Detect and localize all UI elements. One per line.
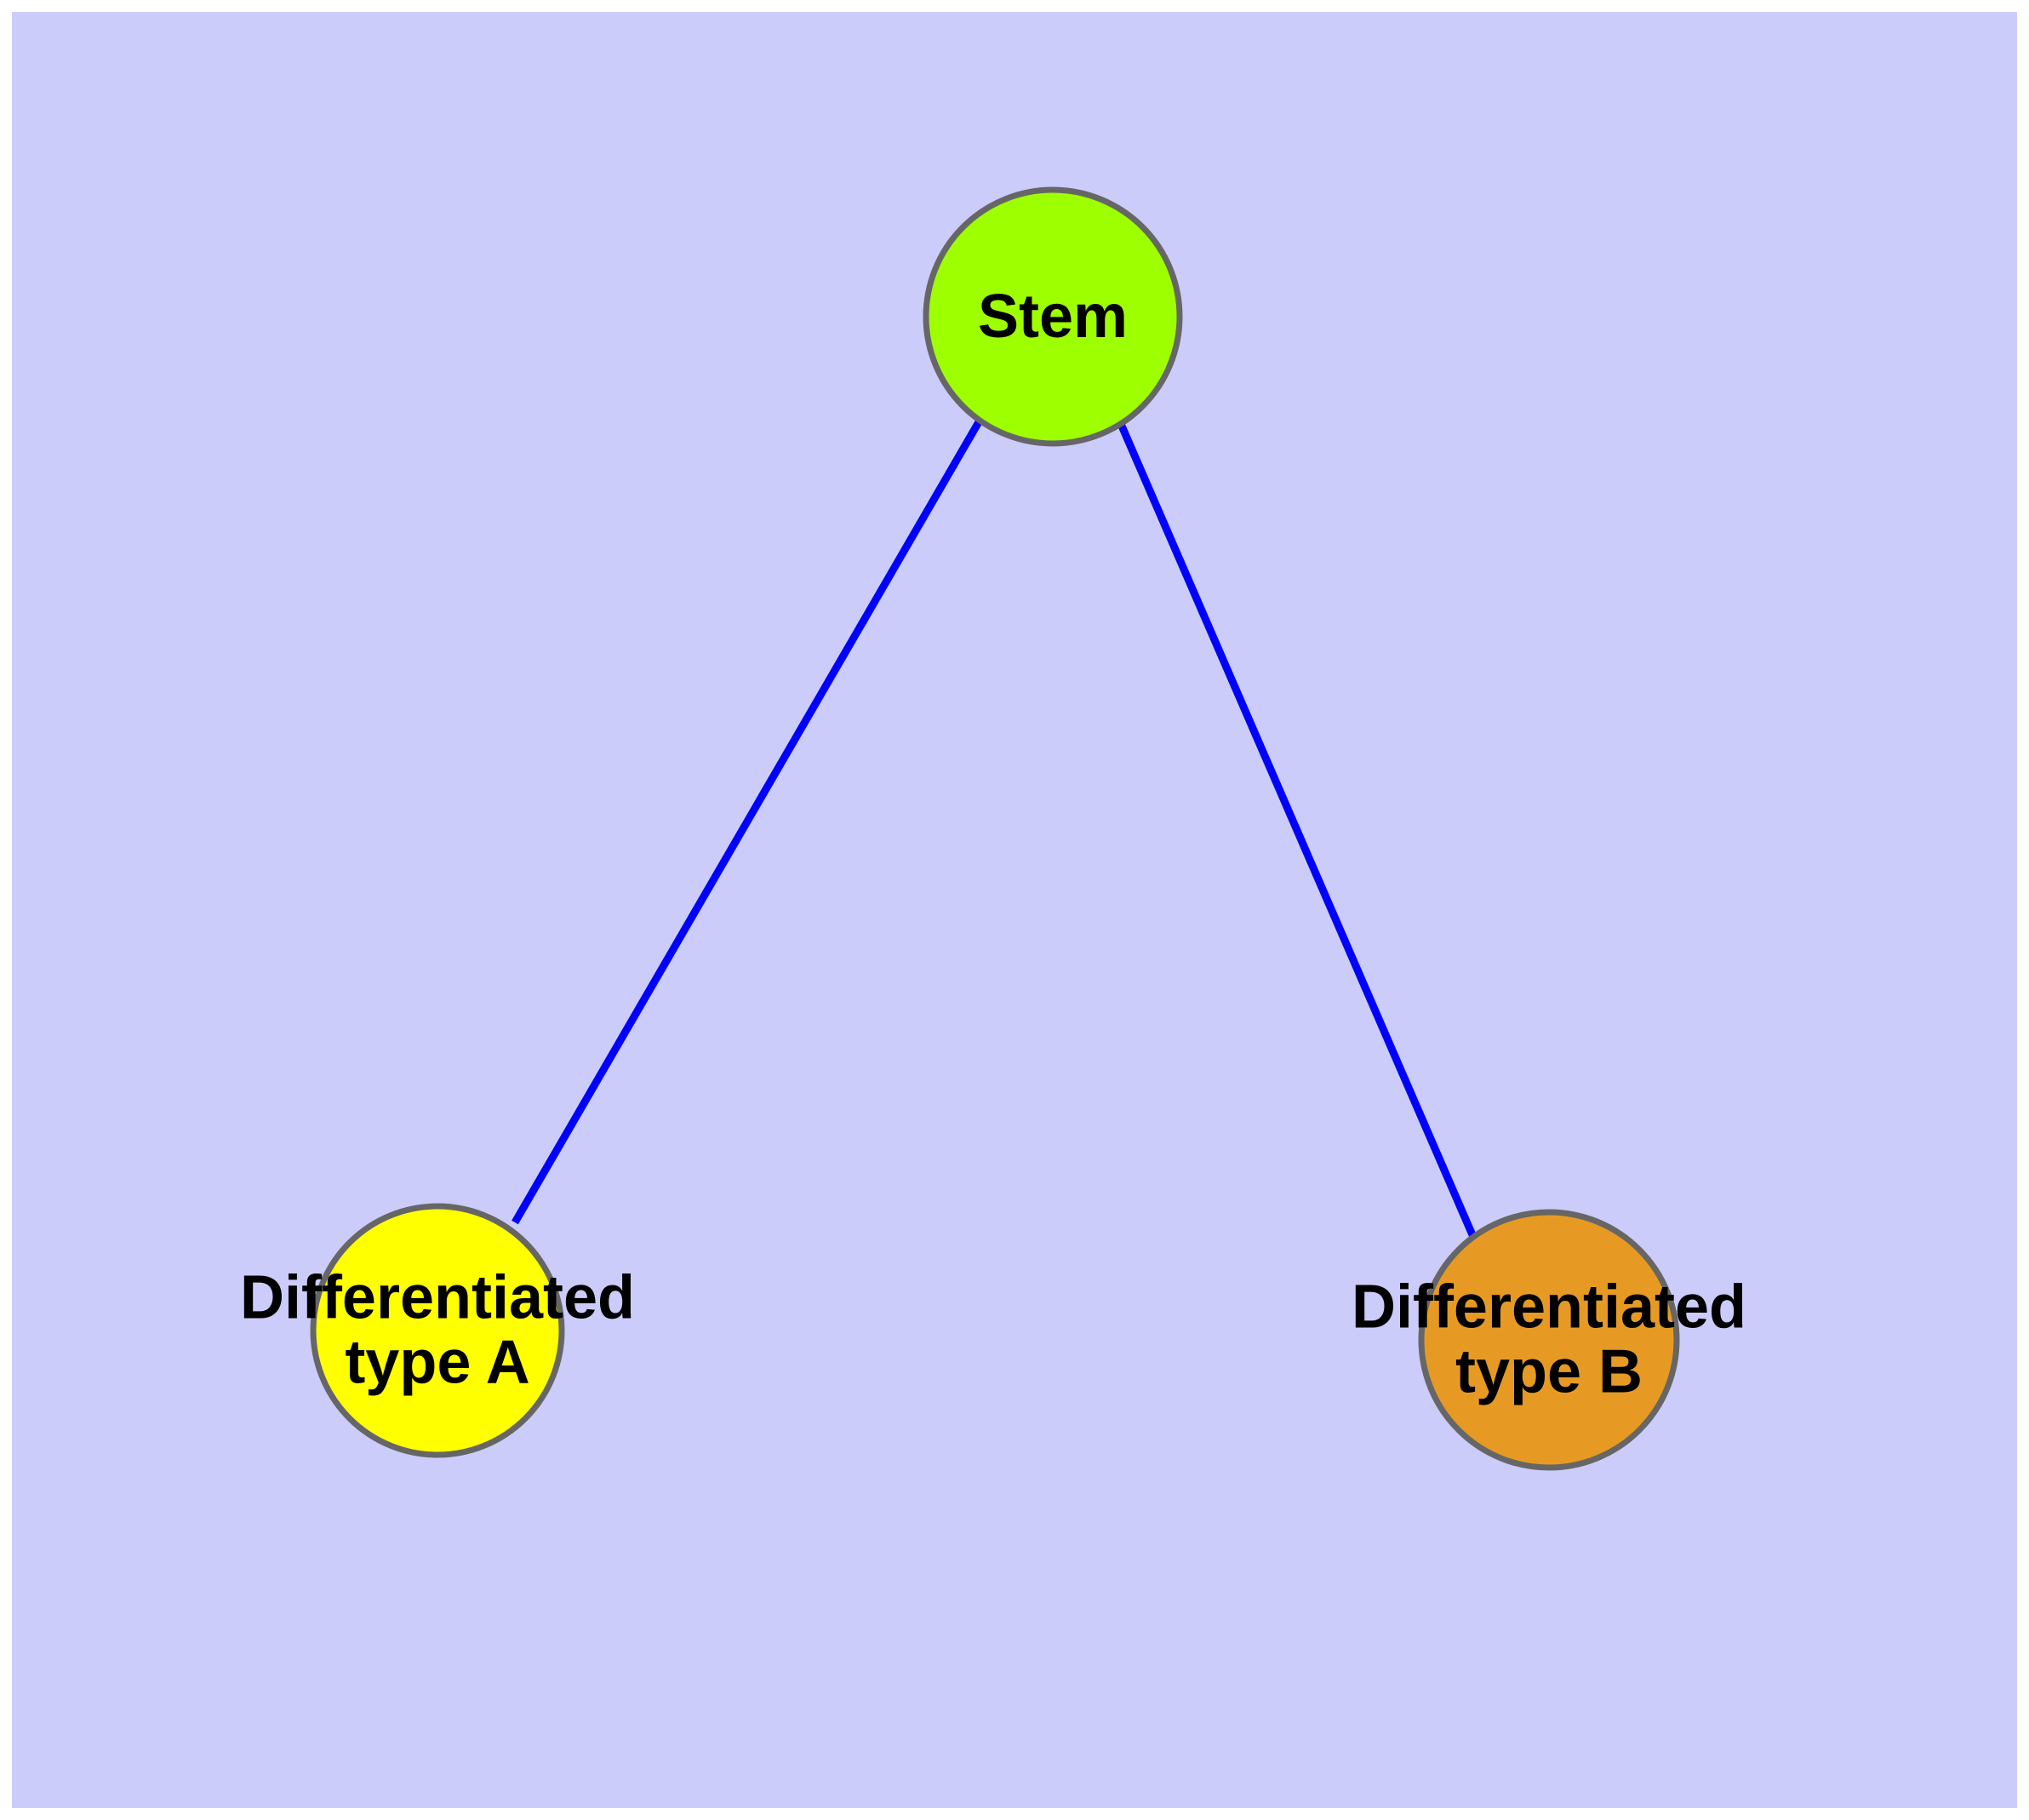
edge-layer [512, 418, 1477, 1239]
graph-node-diff_b[interactable] [1418, 1209, 1680, 1471]
graph-edge[interactable] [1117, 422, 1477, 1239]
graph-node-stem[interactable] [923, 186, 1183, 447]
node-layer [310, 186, 1680, 1471]
graph-edge[interactable] [512, 418, 983, 1225]
graph-node-diff_a[interactable] [310, 1203, 565, 1458]
